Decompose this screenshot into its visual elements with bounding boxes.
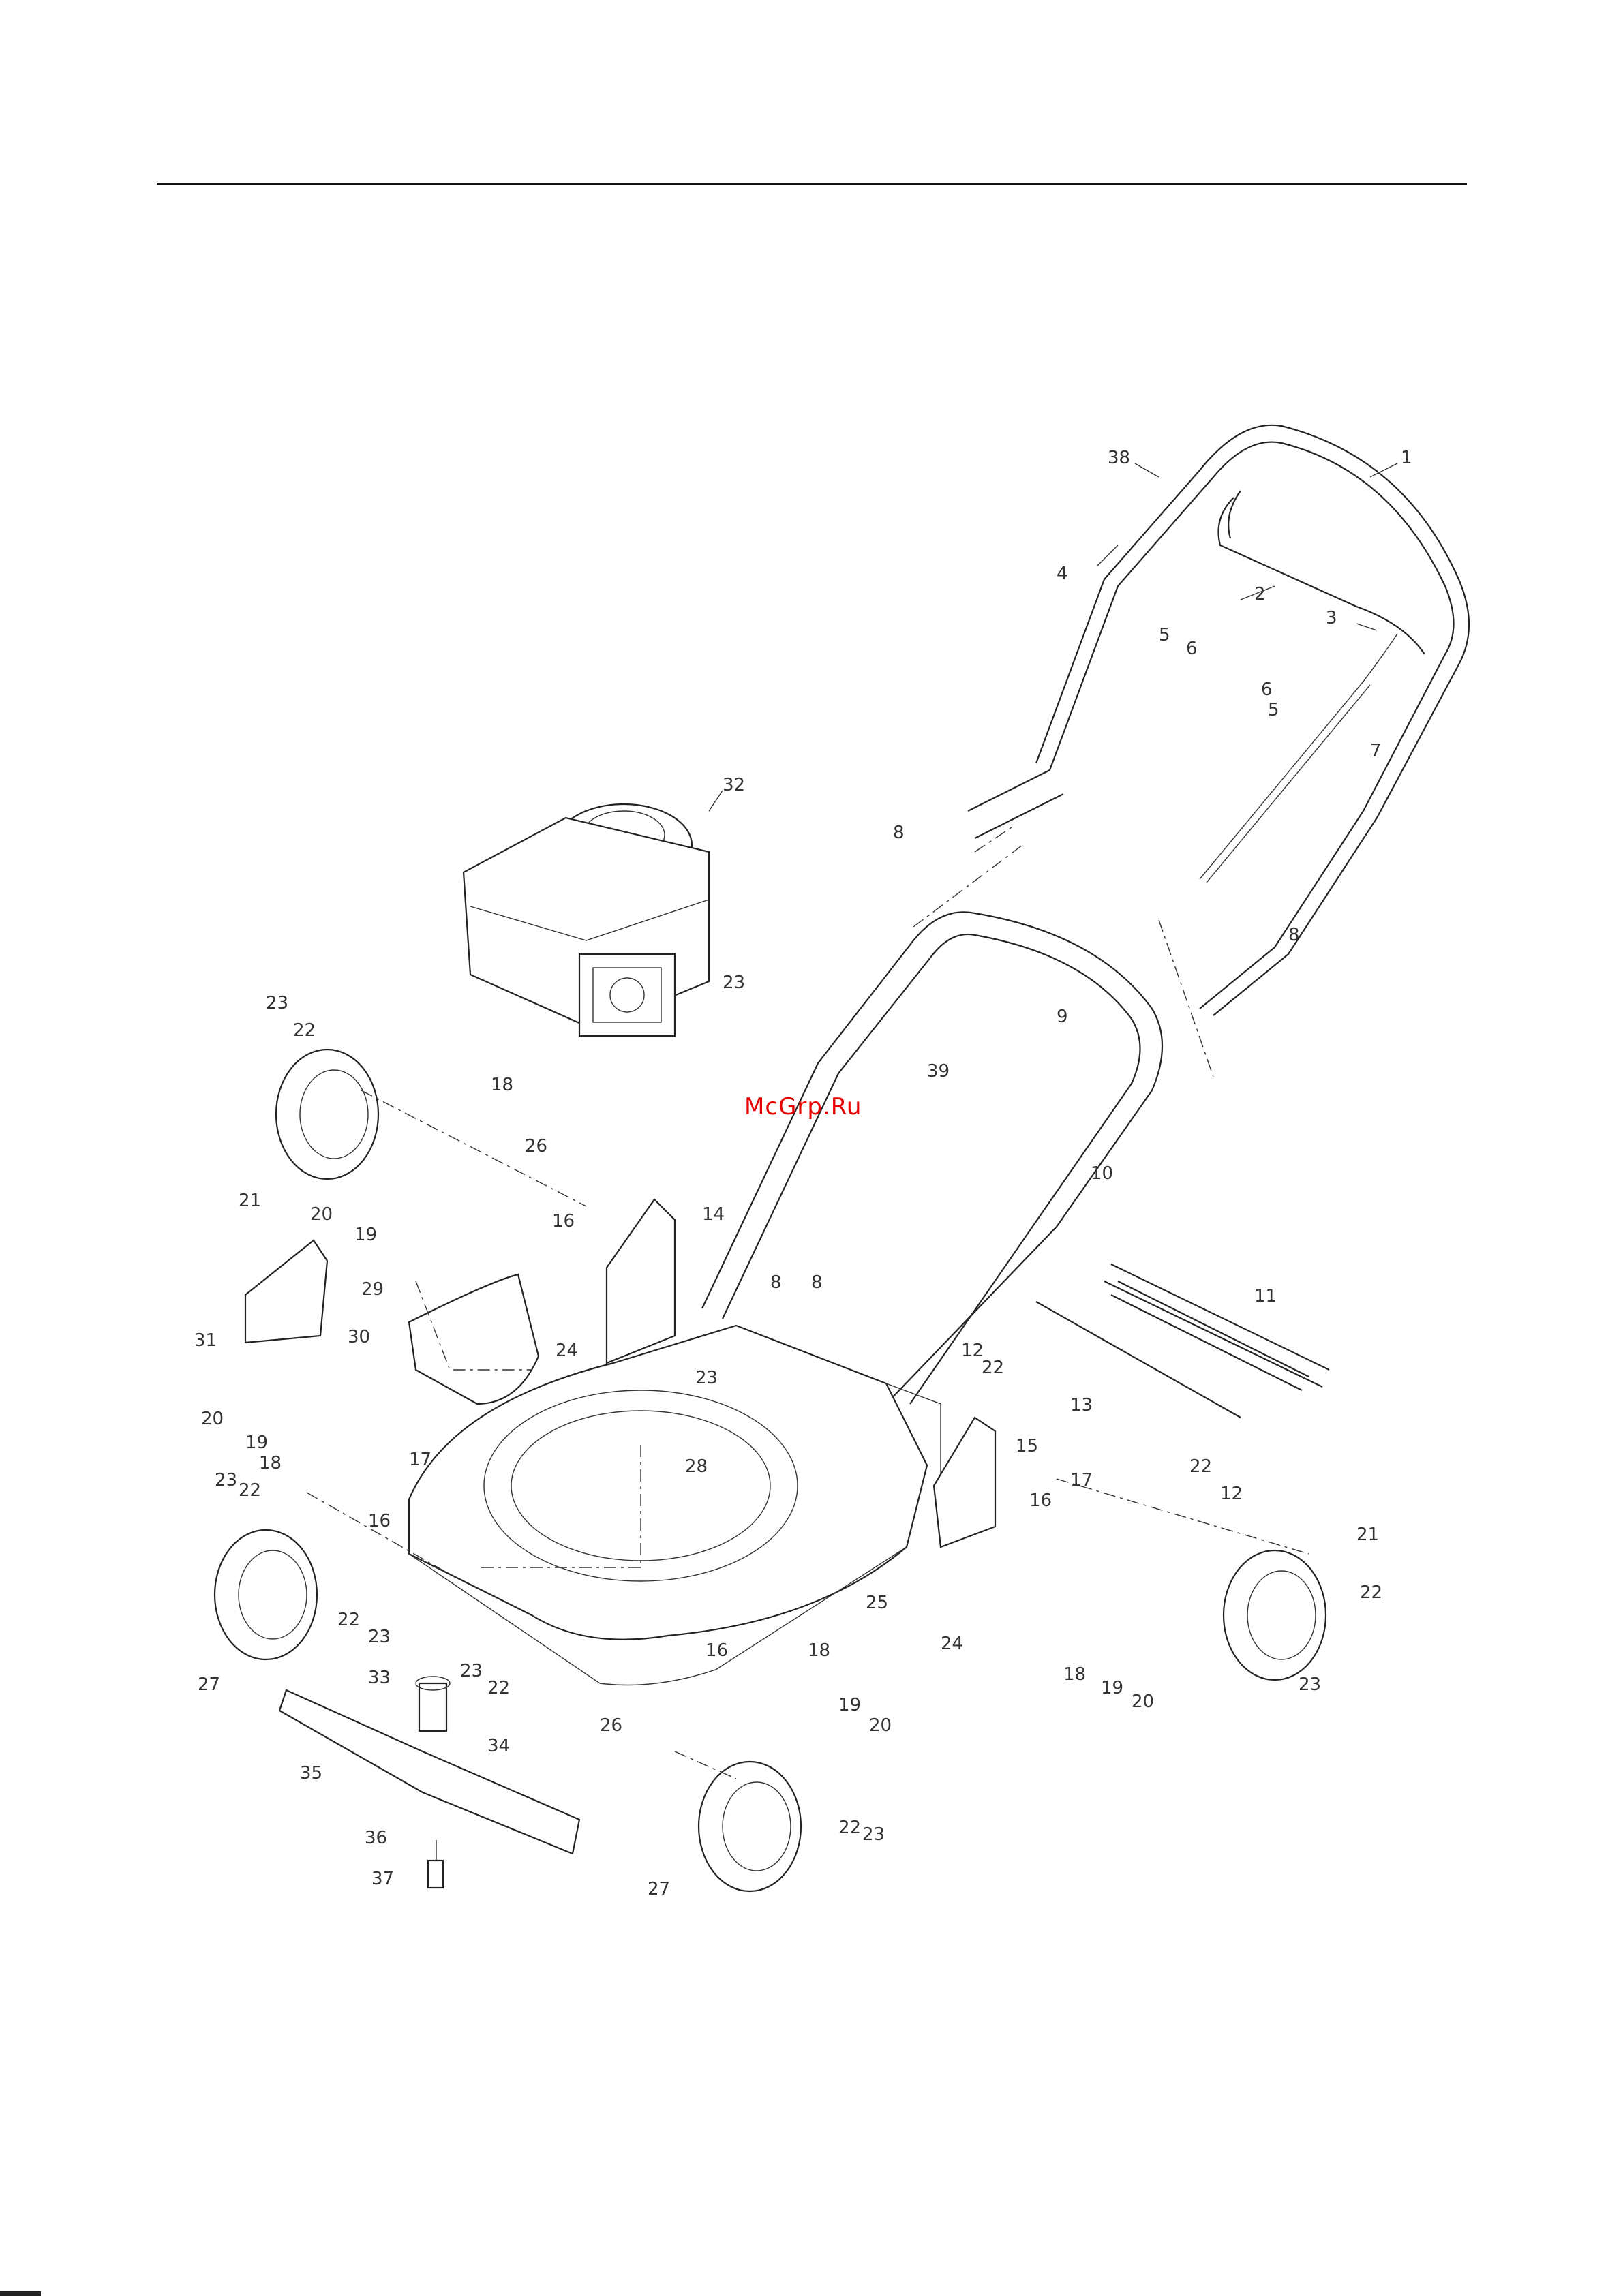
callout-label: 22 — [1189, 1456, 1212, 1477]
callout-label: 21 — [239, 1191, 261, 1211]
callout-label: 20 — [869, 1715, 892, 1736]
callout-label: 8 — [770, 1272, 782, 1293]
callout-label: 2 — [1254, 584, 1266, 604]
callout-label: 23 — [215, 1470, 237, 1490]
control-bail — [1200, 491, 1425, 883]
callout-label: 22 — [838, 1818, 861, 1838]
callout-label: 16 — [706, 1640, 728, 1661]
callout-label: 36 — [365, 1828, 387, 1848]
callout-label: 26 — [525, 1136, 547, 1157]
callouts: 1 2 3 4 5 6 6 5 7 38 8 8 32 9 39 10 23 2… — [194, 448, 1412, 1899]
callout-label: 39 — [927, 1061, 950, 1082]
callout-label: 12 — [961, 1341, 984, 1361]
callout-label: 24 — [556, 1341, 578, 1361]
callout-label: 23 — [460, 1661, 483, 1681]
callout-label: 5 — [1268, 700, 1279, 720]
callout-label: 7 — [1370, 741, 1382, 761]
callout-label: 18 — [259, 1453, 282, 1473]
callout-label: 22 — [337, 1610, 360, 1630]
callout-label: 22 — [1360, 1582, 1382, 1603]
callout-label: 18 — [491, 1075, 513, 1095]
callout-label: 6 — [1261, 679, 1273, 700]
callout-label: 22 — [982, 1358, 1004, 1378]
blade-assembly — [279, 1677, 579, 1888]
callout-label: 8 — [811, 1272, 823, 1293]
callout-label: 9 — [1057, 1007, 1068, 1027]
callout-label: 23 — [723, 973, 745, 993]
callout-label: 4 — [1057, 564, 1068, 584]
footer-mark — [0, 2291, 41, 2296]
callout-label: 14 — [702, 1204, 725, 1225]
callout-label: 16 — [1029, 1490, 1052, 1511]
callout-label: 6 — [1186, 639, 1198, 659]
callout-label: 17 — [409, 1450, 431, 1470]
callout-label: 19 — [838, 1695, 861, 1715]
upper-handle — [968, 425, 1469, 1015]
callout-label: 17 — [1070, 1470, 1093, 1490]
callout-label: 27 — [198, 1674, 220, 1695]
callout-label: 1 — [1401, 448, 1412, 468]
callout-label: 22 — [487, 1678, 510, 1698]
callout-label: 22 — [293, 1020, 316, 1041]
callout-label: 35 — [300, 1763, 322, 1784]
callout-label: 15 — [1016, 1436, 1038, 1456]
callout-label: 26 — [600, 1715, 622, 1736]
callout-label: 32 — [723, 775, 745, 795]
callout-label: 19 — [1101, 1678, 1123, 1698]
callout-label: 31 — [194, 1330, 217, 1351]
callout-label: 22 — [239, 1480, 261, 1501]
callout-label: 5 — [1159, 625, 1170, 645]
callout-label: 29 — [361, 1279, 384, 1300]
callout-label: 8 — [1288, 925, 1300, 945]
callout-label: 25 — [866, 1593, 888, 1613]
callout-label: 24 — [941, 1634, 963, 1654]
callout-label: 13 — [1070, 1395, 1093, 1415]
watermark-logo: McGrp.Ru — [744, 1093, 862, 1120]
callout-label: 23 — [368, 1627, 391, 1647]
callout-label: 23 — [862, 1824, 885, 1845]
callout-label: 16 — [552, 1211, 575, 1231]
callout-label: 38 — [1108, 448, 1130, 468]
callout-label: 33 — [368, 1668, 391, 1688]
callout-label: 11 — [1254, 1286, 1277, 1306]
callout-label: 23 — [266, 993, 288, 1013]
callout-label: 20 — [1132, 1692, 1154, 1712]
callout-label: 18 — [808, 1640, 830, 1661]
callout-label: 28 — [685, 1456, 708, 1477]
callout-label: 19 — [245, 1433, 268, 1453]
callout-label: 3 — [1326, 608, 1337, 628]
callout-label: 23 — [695, 1368, 718, 1388]
callout-label: 21 — [1356, 1525, 1379, 1545]
callout-label: 37 — [371, 1869, 394, 1889]
callout-label: 12 — [1220, 1484, 1243, 1504]
callout-label: 20 — [201, 1409, 224, 1429]
callout-label: 23 — [1299, 1674, 1321, 1695]
engine — [464, 804, 709, 1036]
lower-handle — [702, 912, 1162, 1404]
callout-label: 20 — [310, 1204, 333, 1225]
callout-label: 8 — [893, 823, 905, 843]
callout-label: 10 — [1091, 1163, 1113, 1184]
callout-label: 27 — [648, 1879, 670, 1899]
callout-label: 16 — [368, 1511, 391, 1531]
callout-label: 30 — [348, 1327, 370, 1347]
callout-label: 19 — [354, 1225, 377, 1245]
callout-label: 18 — [1063, 1664, 1086, 1685]
callout-label: 34 — [487, 1736, 510, 1756]
